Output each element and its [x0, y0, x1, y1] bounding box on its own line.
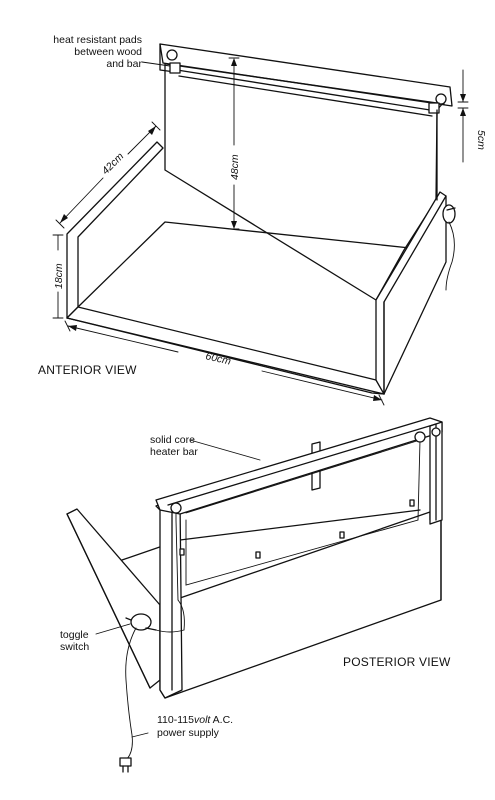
- toggle-switch-anterior: [442, 204, 456, 224]
- anterior-view-drawing: [52, 43, 469, 406]
- dim-line-48cm: [228, 57, 240, 230]
- power-cord: [125, 627, 137, 761]
- heater-rod: [176, 69, 433, 117]
- label-toggle-2: switch: [60, 641, 89, 653]
- dim-label-18cm: 18cm: [53, 263, 65, 289]
- toggle-switch-posterior: [130, 613, 152, 631]
- front-board: [66, 306, 385, 395]
- box-floor: [77, 221, 411, 308]
- label-heat-pads-2: between wood: [74, 46, 142, 58]
- power-plug: [119, 757, 132, 767]
- sealer-top-bar: [159, 43, 453, 107]
- label-heat-pads-3: and bar: [106, 58, 142, 70]
- anterior-view-title: ANTERIOR VIEW: [38, 363, 137, 377]
- label-heater-bar-2: heater bar: [150, 446, 198, 458]
- bar-end-knob-left: [166, 49, 178, 61]
- label-heat-pads-1: heat resistant pads: [53, 34, 142, 46]
- label-power-2: power supply: [157, 727, 220, 739]
- bar-end-knob-right: [435, 93, 447, 105]
- dim-label-5cm: 5cm: [475, 130, 487, 150]
- posterior-left-side-board: [66, 508, 161, 689]
- label-toggle-1: toggle: [60, 629, 89, 641]
- dim-label-60cm: 60cm: [204, 350, 232, 368]
- posterior-view-title: POSTERIOR VIEW: [343, 655, 451, 669]
- posterior-view-drawing: [66, 417, 443, 773]
- leader-heat-pads: [141, 61, 171, 67]
- dim-label-48cm: 48cm: [229, 154, 241, 180]
- dim-label-42cm: 42cm: [100, 150, 127, 177]
- label-heater-bar-1: solid core: [150, 434, 195, 446]
- label-power-1: 110-115volt A.C.: [157, 714, 233, 726]
- posterior-back-box: [159, 511, 442, 699]
